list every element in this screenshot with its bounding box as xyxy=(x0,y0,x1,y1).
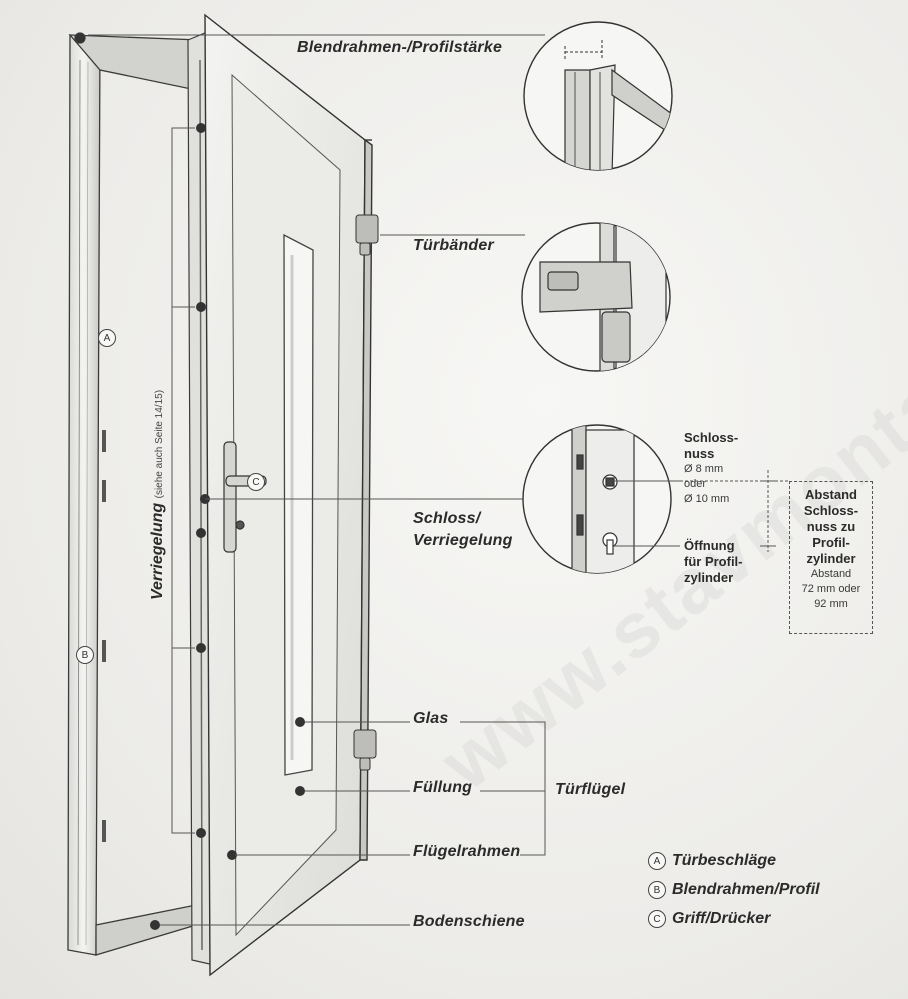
detail-circle-hinge xyxy=(521,222,671,372)
abstand-line5: zylinder xyxy=(806,551,856,566)
label-bodenschiene: Bodenschiene xyxy=(413,913,525,930)
abstand-detail1: Abstand xyxy=(810,568,852,580)
schlossnuss-size-2: oder xyxy=(684,478,707,490)
abstand-detail3: 92 mm xyxy=(814,598,848,610)
oeffnung-info: Öffnung für Profil- zylinder xyxy=(684,538,743,586)
outer-frame-bottom xyxy=(95,904,197,956)
legend-badge-c: C xyxy=(648,910,666,928)
verriegelung-main: Verriegelung xyxy=(149,502,166,601)
legend-text-b: Blendrahmen/Profil xyxy=(672,881,820,898)
abstand-line4: Profil- xyxy=(812,535,850,550)
outer-frame xyxy=(67,32,201,956)
verriegelung-sub: (siehe auch Seite 14/15) xyxy=(154,389,165,499)
abstand-line1: Abstand xyxy=(805,487,857,502)
schlossnuss-size-1: Ø 8 mm xyxy=(684,463,724,475)
abstand-box xyxy=(789,481,873,634)
legend-text-c: Griff/Drücker xyxy=(672,910,771,927)
legend-badge-b: B xyxy=(648,881,666,899)
label-schloss: Schloss/ Verriegelung xyxy=(413,508,513,552)
label-schloss-line1: Schloss/ xyxy=(413,510,481,527)
label-blendrahmen: Blendrahmen-/Profilstärke xyxy=(297,39,503,56)
oeffnung-line-2: für Profil- xyxy=(684,554,743,569)
label-schloss-line2: Verriegelung xyxy=(413,532,513,549)
label-fluegelrahmen: Flügelrahmen xyxy=(413,843,521,860)
label-verriegelung: Verriegelung (siehe auch Seite 14/15) xyxy=(149,390,167,600)
glass-panel xyxy=(283,233,314,776)
label-fuellung: Füllung xyxy=(413,779,473,796)
legend-item-a: A Türbeschläge xyxy=(648,852,776,870)
detail-circle-profile xyxy=(523,21,673,171)
schlossnuss-info: Schloss- nuss Ø 8 mm oder Ø 10 mm xyxy=(684,430,738,507)
schlossnuss-title-2: nuss xyxy=(684,446,715,461)
abstand-text: Abstand Schloss- nuss zu Profil- zylinde… xyxy=(796,487,866,612)
oeffnung-line-3: zylinder xyxy=(684,570,734,585)
abstand-line3: nuss zu xyxy=(806,519,856,534)
legend-badge-a: A xyxy=(648,852,666,870)
marker-b: B xyxy=(76,646,94,664)
abstand-detail2: 72 mm oder xyxy=(801,583,861,595)
leader-lines xyxy=(88,34,546,926)
label-glas: Glas xyxy=(413,710,449,727)
label-tuerfluegel: Türflügel xyxy=(555,781,626,798)
legend-item-b: B Blendrahmen/Profil xyxy=(648,881,820,899)
legend-item-c: C Griff/Drücker xyxy=(648,910,770,928)
abstand-line2: Schloss- xyxy=(803,503,859,518)
locking-points xyxy=(150,123,305,930)
oeffnung-line-1: Öffnung xyxy=(684,538,735,553)
marker-a: A xyxy=(98,329,116,347)
outer-frame-left-jamb xyxy=(67,34,101,956)
hinges xyxy=(353,214,379,771)
label-tuerbaender: Türbänder xyxy=(413,237,494,254)
verriegelung-bracket xyxy=(171,127,195,834)
schlossnuss-size-3: Ø 10 mm xyxy=(684,493,730,505)
legend-text-a: Türbeschläge xyxy=(672,852,777,869)
door-leaf xyxy=(204,13,373,977)
detail-circle-lock xyxy=(522,424,790,574)
marker-c: C xyxy=(247,473,265,491)
schlossnuss-title-1: Schloss- xyxy=(684,430,739,445)
